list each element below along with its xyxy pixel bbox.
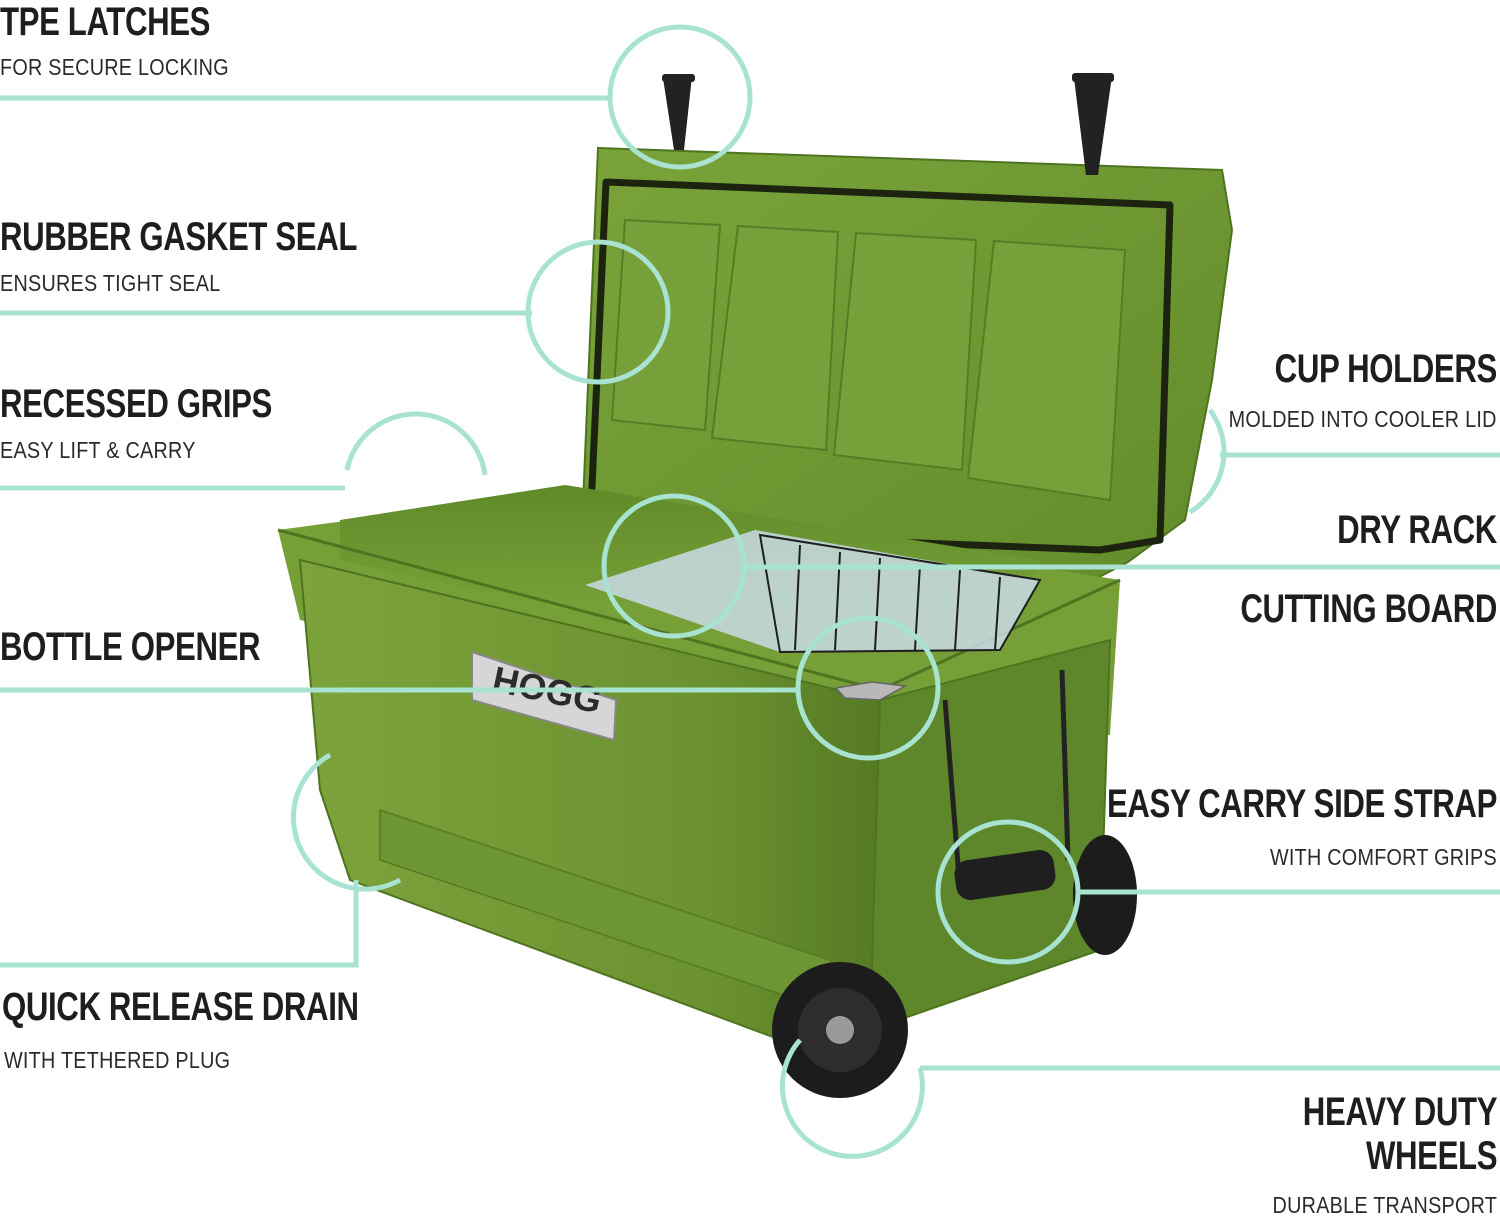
- brand-logo-badge: [471, 650, 618, 742]
- side-strap: [942, 669, 1071, 900]
- cup-holders-title: CUP HOLDERS: [1274, 347, 1498, 391]
- wheel-back: [1073, 835, 1137, 955]
- latch-left: [662, 74, 695, 150]
- wheel-front: [772, 962, 908, 1098]
- dry-rack-title: DRY RACK: [1337, 508, 1497, 552]
- callout-lines: [0, 24, 1500, 1159]
- wheels-subtitle: DURABLE TRANSPORT: [1272, 1192, 1497, 1218]
- bottle-opener: [834, 681, 908, 701]
- rubber-gasket-subtitle: ENSURES TIGHT SEAL: [0, 270, 221, 296]
- recessed-grips-subtitle: EASY LIFT & CARRY: [0, 437, 196, 463]
- wheels-title-line1: HEAVY DUTY: [1302, 1090, 1498, 1134]
- wheels-title-line2: WHEELS: [1365, 1134, 1498, 1178]
- cup-holders-subtitle: MOLDED INTO COOLER LID: [1229, 406, 1497, 432]
- quick-release-drain-subtitle: WITH TETHERED PLUG: [4, 1047, 231, 1073]
- recessed-grips-title: RECESSED GRIPS: [0, 382, 272, 426]
- bottle-opener-title: BOTTLE OPENER: [0, 625, 261, 669]
- side-strap-title: EASY CARRY SIDE STRAP: [1107, 782, 1497, 826]
- quick-release-drain-title: QUICK RELEASE DRAIN: [2, 985, 359, 1029]
- rubber-gasket-title: RUBBER GASKET SEAL: [0, 215, 358, 259]
- cutting-board-title: CUTTING BOARD: [1240, 587, 1497, 631]
- tpe-latches-subtitle: FOR SECURE LOCKING: [0, 54, 229, 80]
- cooler-lid: [578, 146, 1234, 602]
- latch-right: [1072, 73, 1114, 175]
- side-strap-subtitle: WITH COMFORT GRIPS: [1270, 844, 1497, 870]
- tpe-latches-title: TPE LATCHES: [0, 0, 211, 44]
